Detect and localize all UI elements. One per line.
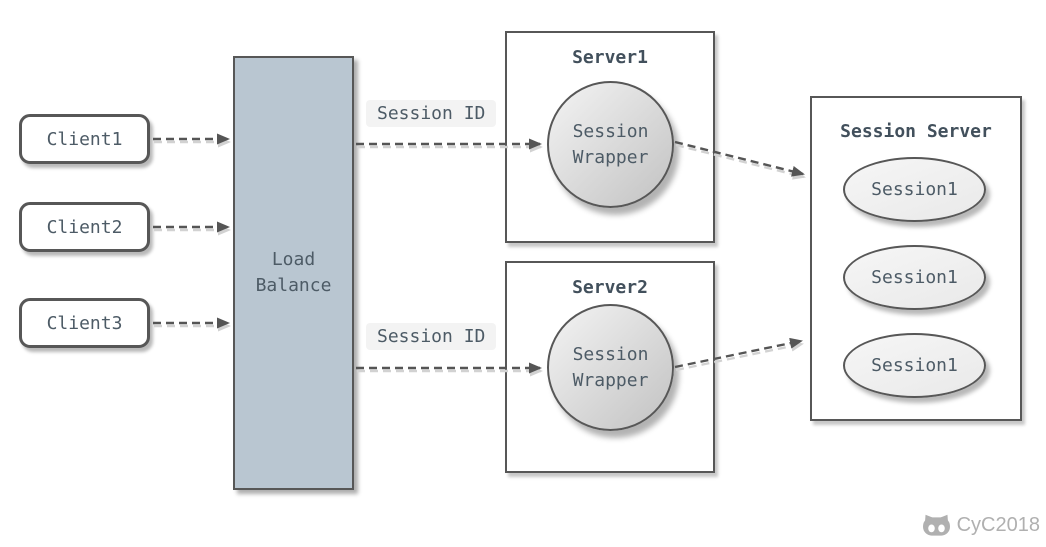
session-wrapper-node-1: Session Wrapper [547,81,674,208]
session-node-1: Session1 [843,157,986,222]
session-wrapper-node-2: Session Wrapper [547,304,674,431]
watermark: CyC2018 [921,513,1040,538]
client-box-2: Client2 [19,202,150,252]
session-server-title: Session Server [840,121,992,142]
session-node-2: Session1 [843,245,986,310]
session-node-3: Session1 [843,333,986,398]
client-label: Client1 [46,128,123,150]
watermark-text: CyC2018 [956,514,1040,536]
session-id-label-1: Session ID [366,100,497,127]
session-label: Session1 [871,355,958,376]
load-balancer-box: Load Balance [233,56,354,490]
client-box-1: Client1 [19,114,150,164]
session-label: Session1 [871,179,958,200]
client-label: Client2 [46,216,123,238]
server-title: Server1 [572,47,648,68]
session-wrapper-label: Session Wrapper [572,121,649,168]
client-box-3: Client3 [19,298,150,348]
server-title: Server2 [572,277,648,298]
session-label: Session1 [871,267,958,288]
load-balancer-label: Load Balance [255,248,332,296]
session-wrapper-label: Session Wrapper [572,344,649,391]
cat-logo-icon [922,514,950,536]
client-label: Client3 [46,312,123,334]
session-id-label-2: Session ID [366,323,497,350]
